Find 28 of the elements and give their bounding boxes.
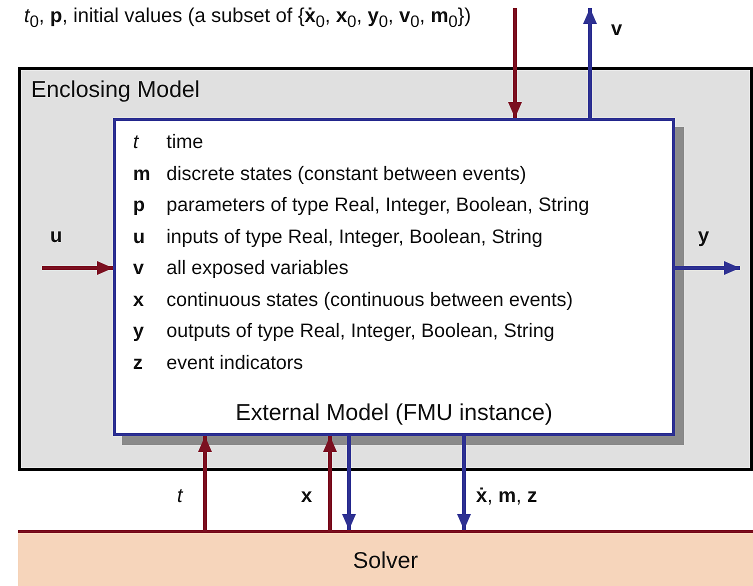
edge-label: t$_{0}$, p, initial values (a subset of {ẋ$_{0}$, x$_{0}$, y$_{0}$, v$_{0}$, m$_{0}$}) (24, 5, 471, 32)
arrow (198, 436, 212, 530)
edge-label: u (50, 225, 62, 248)
arrow (508, 8, 522, 118)
variable-description: t time (133, 131, 204, 154)
variable-description: v all exposed variables (133, 257, 349, 280)
variable-description: y outputs of type Real, Integer, Boolean, String (133, 320, 555, 343)
solver-label: Solver (352, 547, 420, 574)
edge-label: ẋ, m, z (476, 485, 538, 508)
variable-description: m discrete states (constant between events) (133, 162, 526, 186)
arrow (583, 8, 597, 118)
arrow (42, 261, 113, 275)
arrow (342, 436, 356, 530)
variable-description: z event indicators (133, 352, 303, 374)
edge-label: t (177, 485, 183, 508)
arrow (675, 261, 740, 275)
frame-title: Enclosing Model (31, 76, 200, 103)
arrow (457, 436, 471, 530)
variable-description: p parameters of type Real, Integer, Boolean, String (133, 194, 590, 217)
variable-description: u inputs of type Real, Integer, Boolean, String (133, 226, 543, 248)
box-title: External Model (FMU instance) (234, 399, 554, 426)
model-frame (18, 67, 753, 471)
edge-label: y (698, 225, 710, 248)
variable-description: x continuous states (continuous between events) (133, 288, 573, 312)
solver-bar (18, 530, 753, 586)
arrow (323, 436, 337, 530)
edge-label: x (301, 485, 312, 508)
edge-label: v (611, 18, 622, 41)
